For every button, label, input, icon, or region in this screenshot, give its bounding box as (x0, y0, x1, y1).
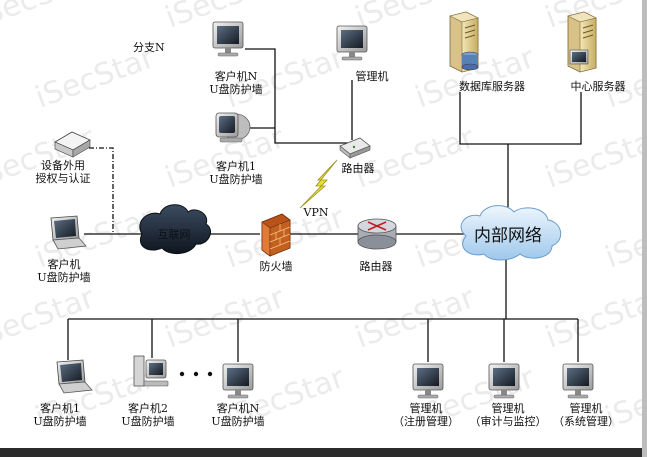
watermark-text: iSecStar (541, 280, 647, 355)
vpn-lightning-icon (299, 159, 338, 209)
mgr-system-monitor-icon (562, 363, 594, 399)
watermark-text: iSecStar (541, 120, 647, 195)
watermark-text: iSecStar (601, 200, 647, 275)
branch-title: 分支N (133, 41, 165, 54)
lan-client-1-line-1: 客户机1 (40, 401, 80, 415)
connection-lines (67, 48, 582, 362)
frame-bottom-bar (0, 448, 647, 457)
internet-cloud-icon (139, 204, 211, 254)
vpn-label: VPN (303, 206, 329, 219)
frame-right-bar (642, 0, 647, 457)
intranet-label: 内部网络 (474, 226, 542, 246)
branch-client-1-line-1: 客户机1 (216, 159, 256, 173)
mgr-system-label: 管理机（系统管理） (553, 401, 619, 428)
branch-client-n-monitor-icon (212, 21, 244, 57)
device-auth-line-1: 设备外用 (41, 158, 85, 172)
intranet-cloud-icon (460, 205, 562, 261)
center-server-monitor-icon (569, 49, 589, 65)
device-auth-line-2: 授权与认证 (36, 171, 91, 185)
watermark-text: iSecStar (161, 280, 290, 355)
internet-label: 互联网 (158, 228, 191, 241)
lan-client-2-line-1: 客户机2 (128, 401, 168, 415)
lan-client-n-line-1: 客户机N (217, 401, 260, 415)
watermark-text: iSecStar (351, 280, 480, 355)
remote-client-line-2: U盘防护墙 (37, 270, 90, 284)
device-auth-box-icon (54, 131, 91, 158)
mgr-register-line-1: 管理机 (410, 401, 443, 415)
branch-router-label: 路由器 (342, 161, 375, 175)
mgr-audit-line-2: （审计与监控） (470, 414, 547, 428)
firewall-icon (261, 213, 291, 257)
main-router-label: 路由器 (360, 259, 393, 273)
center-server-line-1: 中心服务器 (571, 80, 626, 93)
branch-router-icon (339, 137, 371, 159)
db-server-label: 数据库服务器 (459, 79, 525, 93)
watermark-text: iSecStar (0, 0, 100, 36)
firewall-label: 防火墙 (260, 259, 293, 273)
lan-client-2-line-2: U盘防护墙 (121, 414, 174, 428)
database-cylinder-icon (461, 51, 479, 71)
watermark-text: iSecStar (601, 40, 647, 115)
mgr-system-line-1: 管理机 (570, 401, 603, 415)
main-router-icon (357, 218, 397, 250)
mgr-audit-line-1: 管理机 (492, 401, 525, 415)
lan-client-1-line-2: U盘防护墙 (33, 414, 86, 428)
branch-manager-label: 管理机 (356, 69, 389, 83)
mgr-audit-label: 管理机（审计与监控） (470, 401, 547, 428)
lan-client-n-line-2: U盘防护墙 (211, 414, 264, 428)
center-server-label: 中心服务器 (571, 80, 626, 93)
watermark-text: iSecStar (0, 280, 100, 355)
lan-client-2-desktop-icon (133, 355, 169, 387)
branch-client-n-line-2: U盘防护墙 (209, 82, 262, 96)
branch-client-1-line-2: U盘防护墙 (209, 172, 262, 186)
db-server-line-1: 数据库服务器 (459, 79, 525, 93)
branch-client-n-line-1: 客户机N (215, 69, 258, 83)
main-router-line-1: 路由器 (360, 259, 393, 273)
mgr-register-label: 管理机（注册管理） (393, 401, 459, 428)
mgr-register-line-2: （注册管理） (393, 414, 459, 428)
ellipsis-dots (179, 371, 213, 377)
mgr-system-line-2: （系统管理） (553, 414, 619, 428)
branch-router-line-1: 路由器 (342, 161, 375, 175)
firewall-line-1: 防火墙 (260, 259, 293, 273)
branch-manager-line-1: 管理机 (356, 69, 389, 83)
remote-client-line-1: 客户机 (48, 257, 81, 271)
lan-client-1-laptop-icon (56, 359, 93, 394)
